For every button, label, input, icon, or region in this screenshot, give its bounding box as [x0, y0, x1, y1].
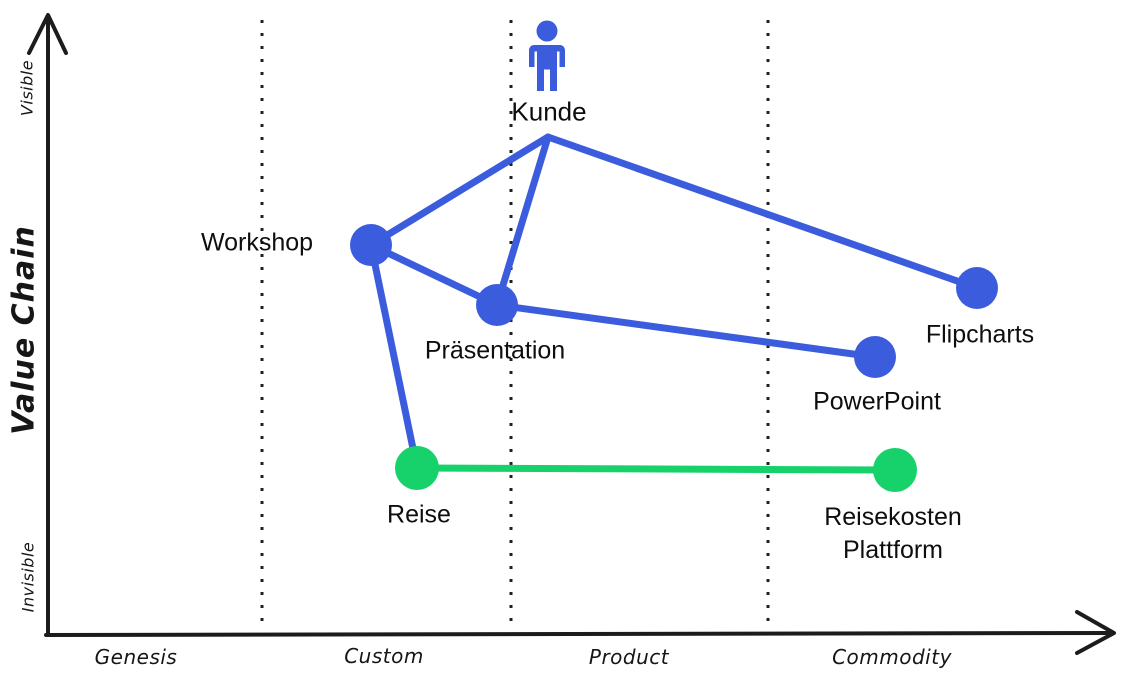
node-label-reise: Reise [387, 500, 451, 529]
node-label-praesentation: Präsentation [424, 336, 566, 365]
node-label-reisekosten: Reisekosten Plattform [824, 503, 962, 564]
y-axis-invisible-label: Invisible [18, 541, 38, 613]
y-axis-visible-label: Visible [17, 59, 37, 117]
edge-kunde-praesentation [493, 133, 552, 309]
node-reisekosten [873, 448, 917, 492]
customer-person-icon [529, 20, 565, 91]
stage-label-commodity: Commodity [832, 645, 952, 669]
edge-praesentation-powerpoint [493, 301, 879, 361]
node-flipcharts [956, 267, 998, 309]
x-axis-arrowhead [1075, 610, 1116, 655]
edges-layer [367, 133, 981, 474]
edge-kunde-workshop [367, 133, 552, 249]
stage-label-product: Product [588, 645, 670, 669]
node-workshop [350, 224, 392, 266]
node-reise [395, 446, 439, 490]
node-powerpoint [854, 336, 896, 378]
y-axis-arrowhead [27, 13, 68, 55]
nodes-layer [350, 224, 998, 492]
axes [27, 13, 1116, 655]
edge-reise-reisekosten [413, 464, 899, 474]
edge-workshop-praesentation [367, 241, 501, 309]
stage-label-custom: Custom [344, 644, 424, 668]
edge-workshop-reise [367, 241, 421, 472]
y-axis-title: Value Chain [6, 225, 42, 435]
stage-label-genesis: Genesis [94, 645, 178, 669]
node-praesentation [476, 284, 518, 326]
node-label-workshop: Workshop [200, 228, 314, 257]
edge-kunde-flipcharts [544, 133, 981, 292]
x-axis-line [44, 631, 1114, 637]
node-label-powerpoint: PowerPoint [813, 387, 941, 416]
node-label-flipcharts: Flipcharts [925, 320, 1035, 349]
node-label-kunde: Kunde [511, 96, 587, 127]
stage-dividers [260, 20, 770, 629]
